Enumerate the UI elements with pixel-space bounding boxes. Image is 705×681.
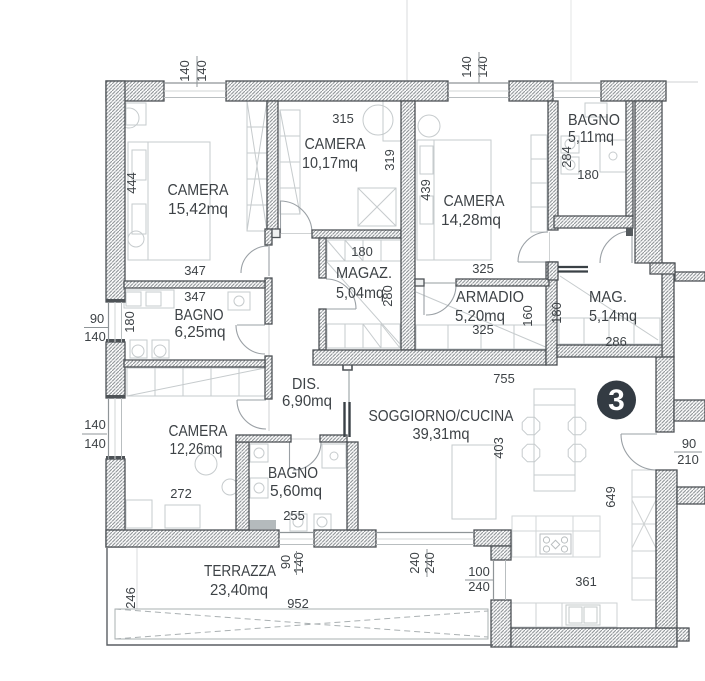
svg-text:90: 90 xyxy=(278,555,293,569)
svg-text:210: 210 xyxy=(677,452,699,467)
svg-text:39,31mq: 39,31mq xyxy=(413,426,470,443)
svg-text:361: 361 xyxy=(575,574,597,589)
svg-text:315: 315 xyxy=(332,111,354,126)
svg-text:140: 140 xyxy=(177,60,192,82)
svg-text:325: 325 xyxy=(472,322,494,337)
svg-text:5,04mq: 5,04mq xyxy=(336,285,384,302)
svg-text:240: 240 xyxy=(468,579,490,594)
svg-text:6,90mq: 6,90mq xyxy=(282,393,332,410)
svg-text:12,26mq: 12,26mq xyxy=(170,441,223,458)
svg-text:325: 325 xyxy=(472,261,494,276)
svg-text:286: 286 xyxy=(605,334,627,349)
svg-text:280: 280 xyxy=(380,285,395,307)
svg-text:240: 240 xyxy=(407,552,422,574)
svg-text:90: 90 xyxy=(90,311,104,326)
svg-text:5,60mq: 5,60mq xyxy=(270,483,322,500)
svg-text:180: 180 xyxy=(577,167,599,182)
svg-text:403: 403 xyxy=(491,437,506,459)
svg-text:255: 255 xyxy=(283,508,305,523)
svg-text:BAGNO: BAGNO xyxy=(568,112,620,129)
svg-text:649: 649 xyxy=(603,486,618,508)
svg-text:14,28mq: 14,28mq xyxy=(441,212,501,229)
svg-text:140: 140 xyxy=(475,56,490,78)
svg-text:ARMADIO: ARMADIO xyxy=(456,289,524,306)
svg-text:952: 952 xyxy=(287,596,309,611)
svg-text:5,14mq: 5,14mq xyxy=(589,308,637,325)
svg-text:444: 444 xyxy=(124,172,139,194)
svg-text:CAMERA: CAMERA xyxy=(169,423,229,440)
svg-text:23,40mq: 23,40mq xyxy=(210,582,268,599)
svg-text:TERRAZZA: TERRAZZA xyxy=(204,563,277,580)
svg-text:MAGAZ.: MAGAZ. xyxy=(336,265,392,282)
svg-text:284: 284 xyxy=(559,146,574,168)
svg-text:140: 140 xyxy=(84,329,106,344)
svg-text:15,42mq: 15,42mq xyxy=(168,201,228,218)
svg-text:5,20mq: 5,20mq xyxy=(455,308,505,325)
svg-text:347: 347 xyxy=(184,289,206,304)
svg-text:180: 180 xyxy=(351,244,373,259)
svg-text:BAGNO: BAGNO xyxy=(268,465,318,482)
svg-text:SOGGIORNO/CUCINA: SOGGIORNO/CUCINA xyxy=(369,408,515,425)
svg-text:240: 240 xyxy=(422,552,437,574)
svg-text:MAG.: MAG. xyxy=(589,289,627,306)
svg-text:10,17mq: 10,17mq xyxy=(302,155,358,172)
svg-text:272: 272 xyxy=(170,486,192,501)
svg-text:755: 755 xyxy=(493,371,515,386)
svg-text:319: 319 xyxy=(382,149,397,171)
svg-text:CAMERA: CAMERA xyxy=(444,193,506,210)
svg-text:180: 180 xyxy=(549,302,564,324)
svg-text:5,11mq: 5,11mq xyxy=(568,129,614,146)
svg-text:100: 100 xyxy=(468,564,490,579)
svg-text:CAMERA: CAMERA xyxy=(305,136,367,153)
svg-text:347: 347 xyxy=(184,263,206,278)
svg-text:3: 3 xyxy=(608,384,625,417)
svg-text:160: 160 xyxy=(520,305,535,327)
svg-text:DIS.: DIS. xyxy=(292,376,320,393)
svg-text:140: 140 xyxy=(291,552,306,574)
svg-text:6,25mq: 6,25mq xyxy=(175,324,226,341)
svg-text:140: 140 xyxy=(194,60,209,82)
svg-text:140: 140 xyxy=(84,417,106,432)
svg-text:140: 140 xyxy=(459,56,474,78)
svg-text:90: 90 xyxy=(682,436,696,451)
svg-text:140: 140 xyxy=(84,436,106,451)
svg-text:BAGNO: BAGNO xyxy=(175,307,224,324)
svg-text:246: 246 xyxy=(123,587,138,609)
svg-text:CAMERA: CAMERA xyxy=(168,182,230,199)
svg-text:180: 180 xyxy=(122,311,137,333)
svg-text:439: 439 xyxy=(418,179,433,201)
